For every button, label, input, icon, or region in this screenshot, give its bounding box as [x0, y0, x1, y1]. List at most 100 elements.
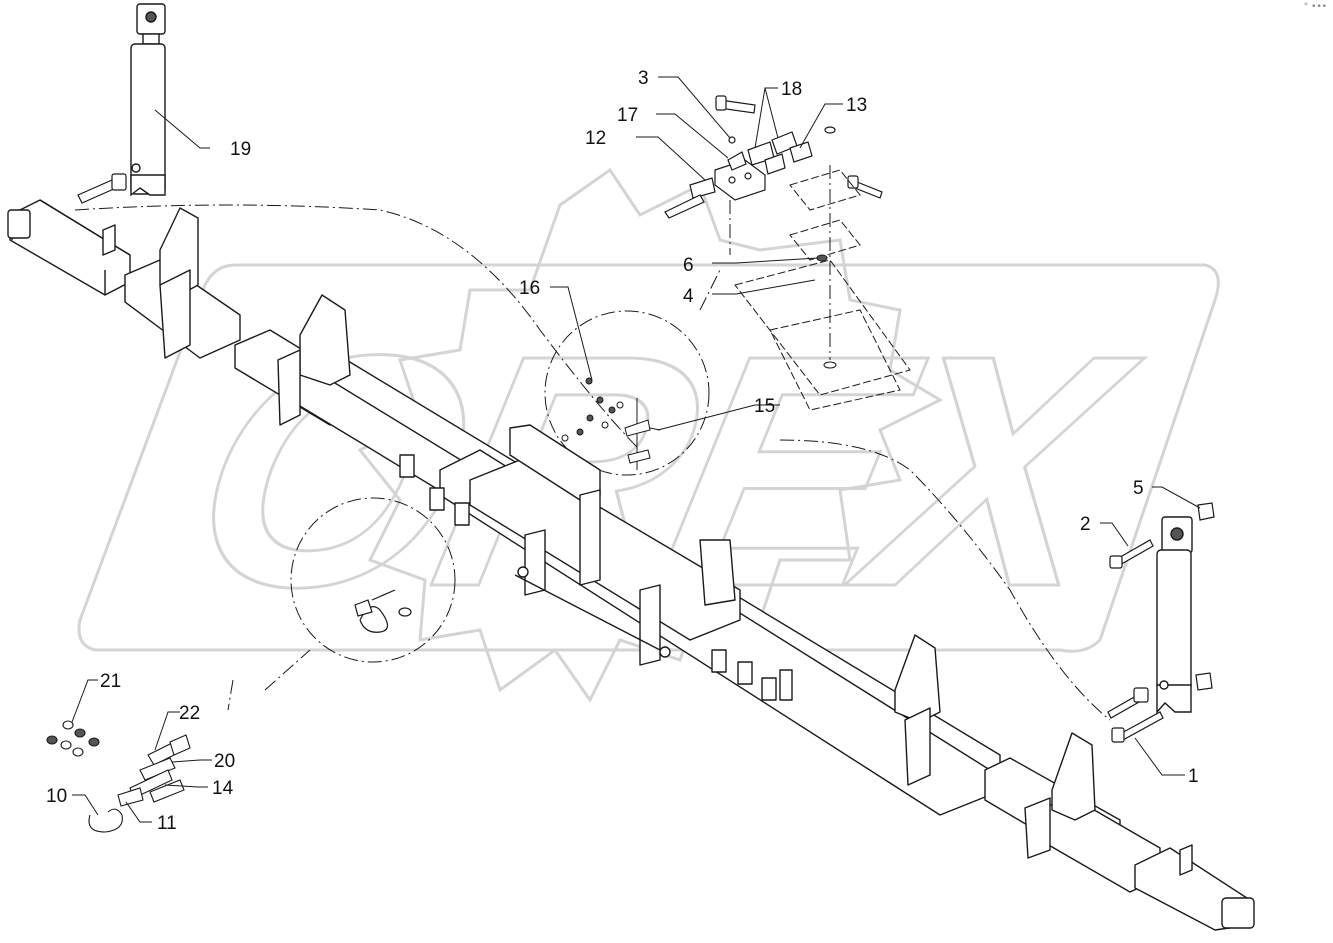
tab-1: [399, 454, 415, 478]
detail-circle-upper: [544, 310, 710, 476]
callout-11: 11: [157, 813, 177, 834]
screw-3: [728, 136, 736, 144]
leader-16: [550, 286, 593, 381]
valve-block-assembly: [664, 95, 883, 219]
callout-4: 4: [683, 286, 694, 307]
tab-3: [454, 502, 470, 526]
fitting-12: [689, 177, 716, 199]
cylinder-right-barrel: [1156, 549, 1192, 691]
left-end-cap: [7, 209, 31, 239]
hitch-pin-left: [517, 566, 529, 578]
callout-1: 1: [1188, 766, 1199, 787]
ref-line-detail-b: [264, 649, 311, 691]
right-end-cap: [1221, 897, 1255, 929]
cylinder-19: [130, 3, 166, 197]
washer-top: [824, 126, 836, 134]
bracket-4-plate: [1024, 797, 1051, 859]
callout-20: 20: [214, 751, 235, 772]
callout-13: 13: [846, 95, 867, 116]
leader-14: [164, 784, 208, 788]
washer-6: [816, 254, 828, 262]
callout-labels: 1 2 3 4 5 6 10 11 12 13 14 15 16 17 18 1…: [46, 68, 1199, 834]
ref-line-detail-a: [699, 269, 721, 311]
bracket-3-plate: [904, 707, 931, 786]
callout-15: 15: [754, 396, 775, 417]
callout-21: 21: [100, 671, 121, 692]
tab-4: [711, 649, 727, 673]
tab-2: [429, 487, 445, 511]
detail-circles: [290, 310, 710, 663]
end-tab-right: [1179, 844, 1193, 876]
bolt-19: [77, 173, 127, 204]
callout-10: 10: [46, 786, 67, 807]
detail-lower-parts: [354, 589, 412, 633]
fitting-20: [139, 757, 176, 781]
fitting-11: [117, 787, 144, 807]
tab-5: [737, 661, 753, 685]
leader-19: [154, 109, 210, 149]
bracket-2-plate: [277, 349, 301, 426]
central-hitch-frame: [469, 424, 741, 666]
callout-5: 5: [1133, 478, 1144, 499]
callout-17: 17: [617, 105, 638, 126]
bracket-3-back: [894, 634, 941, 723]
bolt-12: [664, 194, 705, 219]
bolt-1: [1117, 711, 1164, 742]
leader-22: [154, 711, 180, 751]
detail-upper-parts: [561, 377, 661, 470]
leader-4: [712, 279, 816, 295]
leader-3: [658, 76, 731, 139]
leader-10: [72, 794, 99, 816]
watermark-band: [77, 263, 1220, 653]
tab-7: [779, 669, 793, 701]
clip-10: [88, 808, 123, 833]
leader-6: [712, 257, 819, 264]
callout-12: 12: [585, 128, 606, 149]
leader-12: [636, 136, 706, 181]
callout-6: 6: [683, 255, 694, 276]
center-plate-c: [699, 539, 736, 606]
callout-14: 14: [212, 778, 234, 799]
fitting-18-b: [764, 153, 786, 175]
leader-20: [171, 759, 212, 763]
callout-22: 22: [179, 703, 200, 724]
callout-19: 19: [230, 139, 251, 160]
bracket-4-back: [1051, 732, 1096, 821]
leader-17: [656, 113, 729, 159]
leader-21: [71, 679, 98, 723]
leader-lines: [71, 76, 1201, 823]
leader-13: [799, 103, 843, 149]
callout-16: 16: [519, 278, 540, 299]
center-plate-b: [579, 489, 601, 586]
cylinder-right-clevis: [1156, 684, 1192, 714]
right-fasteners: [1107, 502, 1215, 743]
ref-line-right-arc: [779, 439, 1111, 721]
reference-lines: [74, 165, 1111, 721]
callout-18: 18: [781, 79, 802, 100]
tab-6: [761, 677, 777, 701]
leader-11: [125, 801, 152, 823]
leader-5: [1152, 486, 1201, 509]
ref-line-left-arc: [74, 204, 641, 451]
center-bracket-right: [639, 584, 661, 666]
leader-15: [657, 404, 780, 431]
leader-1: [1134, 737, 1185, 776]
corner-mark: ° •••: [1303, 2, 1327, 12]
cylinder-19-rod: [142, 33, 160, 45]
hitch-pin-right: [659, 646, 671, 658]
callout-2: 2: [1080, 514, 1091, 535]
cylinder-19-clevis: [130, 174, 166, 197]
beam-brackets: [102, 207, 1193, 876]
bracket-1-plate: [159, 269, 191, 359]
fitting-17-a: [727, 151, 747, 171]
detail-circle-lower: [290, 497, 456, 663]
nuts-21: [46, 720, 100, 757]
clamp-plates: [734, 169, 911, 411]
ref-line-detail-c: [227, 679, 234, 711]
nut-5: [1197, 502, 1215, 521]
cylinder-right: [1156, 516, 1193, 714]
nut-right-lower: [1195, 672, 1213, 691]
callout-3: 3: [638, 68, 649, 89]
